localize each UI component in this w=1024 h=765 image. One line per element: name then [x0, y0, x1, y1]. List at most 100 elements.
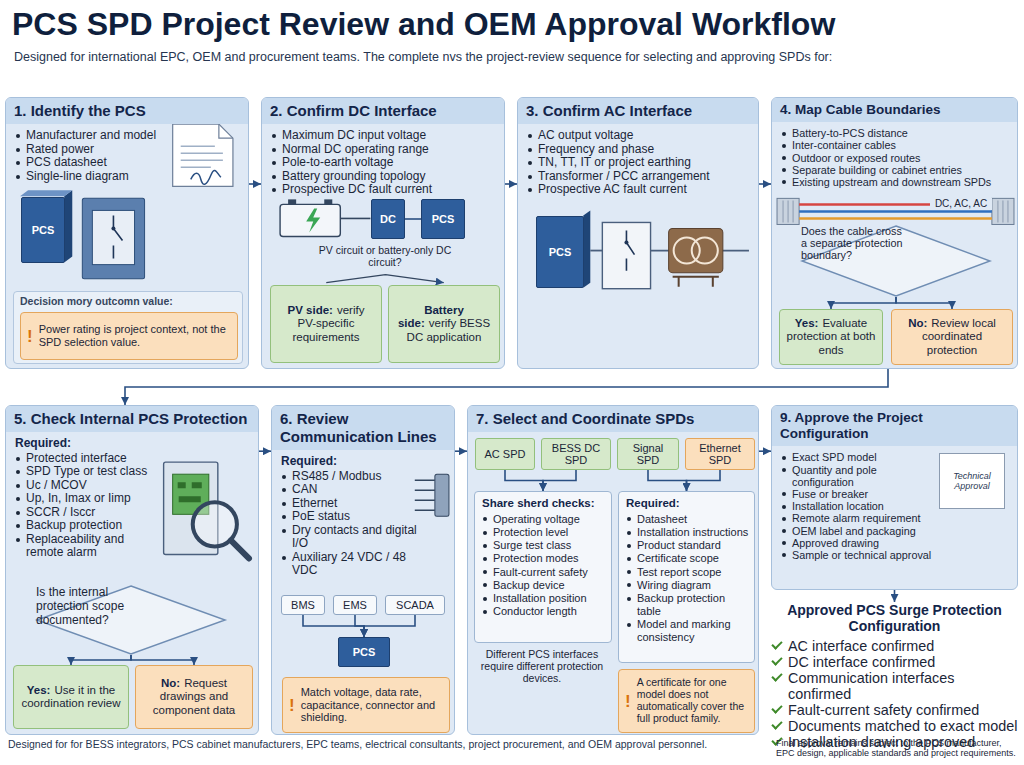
box-label: PCS	[549, 246, 572, 258]
bullet-dot	[782, 180, 786, 184]
panel-heading: 7. Select and Coordinate SPDs	[476, 410, 694, 427]
panel-header: 2. Confirm DC Interface	[262, 98, 504, 124]
warning-mark: !	[27, 328, 33, 345]
list-item: Battery grounding topology	[271, 170, 501, 184]
equipment-box: PCS	[421, 199, 465, 239]
bullet-text: Protected interface	[26, 452, 127, 466]
bullet-dot	[782, 505, 786, 509]
bullet-text: Battery grounding topology	[282, 170, 425, 184]
list-item: Approved drawing	[781, 537, 941, 549]
list-item: Installation position	[482, 592, 606, 605]
step-panel: 5. Check Internal PCS ProtectionRequired…	[5, 405, 259, 735]
panel-heading: 9. Approve the Project Configuration	[780, 410, 923, 441]
box-content: Battery side:verify BESS DC application	[395, 304, 493, 344]
text-lines	[180, 146, 222, 167]
list-item: Protected interface	[15, 452, 160, 466]
panel-body: Battery-to-PCS distanceInter-container c…	[772, 122, 1017, 188]
bullet-dot	[483, 570, 487, 574]
bullet-dot	[16, 134, 20, 138]
box-content: PV side:verify PV-specific requirements	[277, 304, 375, 344]
ac-cable	[799, 217, 992, 220]
checklist-item: Wiring diagram	[637, 579, 711, 592]
bullet-dot	[16, 457, 20, 461]
step-panel: 6. Review Communication LinesRequired:RS…	[271, 405, 455, 735]
bullet-text: SPD Type or test class	[26, 465, 147, 479]
confirmed-text: DC interface confirmed	[788, 654, 935, 670]
bullet-text: Maximum DC input voltage	[282, 129, 426, 143]
bullet-dot	[16, 497, 20, 501]
list-item: Certificate scope	[626, 552, 749, 565]
switch-symbol	[113, 215, 122, 258]
checklist-item: Product standard	[637, 539, 721, 552]
list-item: Wiring diagram	[626, 579, 749, 592]
flow-connector	[249, 183, 261, 185]
bullet-dot	[483, 583, 487, 587]
bullet-dot	[528, 148, 532, 152]
panel-header: 6. Review Communication Lines	[272, 406, 454, 450]
checklist-item: Surge test class	[493, 539, 571, 552]
list-item: TN, TT, IT or project earthing	[527, 156, 752, 170]
outcome-label: Yes:	[795, 317, 819, 329]
bullet-dot	[16, 161, 20, 165]
checklist-item: Protection level	[493, 526, 568, 539]
charge-bolt	[306, 208, 320, 232]
list-item: SCCR / Isccr	[15, 506, 160, 520]
outcome-label: No:	[161, 677, 180, 689]
panel-body: Exact SPD modelQuantity and pole configu…	[772, 446, 945, 561]
box-label: AC SPD	[485, 448, 526, 460]
confirmed-item: DC interface confirmed	[771, 654, 1018, 670]
note-text: A certificate for one model does not aut…	[637, 676, 744, 724]
checklist-item: Test report scope	[637, 566, 721, 579]
bullet-dot	[528, 161, 532, 165]
flow-connector	[831, 297, 896, 309]
diagram-title: PCS SPD Project Review and OEM Approval …	[12, 6, 835, 43]
bullet-text: Existing upstream and downstream SPDs	[792, 176, 991, 188]
list-item: Surge test class	[482, 539, 606, 552]
bullet-dot	[782, 553, 786, 557]
bullet-dot	[782, 529, 786, 533]
bullet-dot	[483, 531, 487, 535]
panel-body: AC output voltageFrequency and phaseTN, …	[518, 124, 756, 197]
bullet-text: Inter-container cables	[792, 139, 896, 151]
switchgear	[602, 222, 650, 288]
bullet-text: Auxiliary 24 VDC / 48 VDC	[292, 551, 421, 578]
note-text: Match voltage, data rate, capacitance, c…	[301, 686, 436, 723]
list-item: Test report scope	[626, 566, 749, 579]
connector-plug	[434, 474, 448, 516]
step-panel: 2. Confirm DC InterfaceMaximum DC input …	[261, 97, 505, 369]
bullet-dot	[782, 492, 786, 496]
bullet-dot	[528, 134, 532, 138]
bullet-dot	[16, 524, 20, 528]
bullet-text: Single-line diagram	[26, 170, 129, 184]
list-item: Prospective DC fault current	[271, 183, 501, 197]
note-body: Power rating is project context, not the…	[39, 323, 231, 348]
bullet-text: Separate building or cabinet entries	[792, 164, 962, 176]
bullet-dot	[272, 161, 276, 165]
page-fold	[218, 124, 232, 138]
list-item: Model and marking consistency	[626, 618, 749, 644]
panel-heading: 1. Identify the PCS	[14, 102, 146, 119]
box-label: BESS DC SPD	[545, 442, 607, 467]
tag-box: Ethernet SPD	[685, 438, 755, 470]
box-label: BMS	[291, 599, 315, 611]
bullet-dot	[16, 511, 20, 515]
panel-header: 9. Approve the Project Configuration	[772, 406, 1017, 446]
caption: Designed for for BESS integrators, PCS c…	[8, 739, 770, 751]
box-label: PCS	[432, 213, 455, 225]
annotation-label: PV circuit or battery-only DC circuit?	[310, 244, 460, 268]
flow-connector	[759, 183, 771, 185]
equipment-box: PCS	[338, 637, 390, 667]
bullet-dot	[282, 502, 286, 506]
result-heading: Approved PCS Surge Protection Configurat…	[771, 602, 1018, 634]
panel-body	[468, 432, 751, 437]
bullet-text: Replaceability and remote alarm	[26, 533, 160, 560]
annotation-label: Final approval remains subject to the PC…	[776, 738, 1016, 759]
bullet-text: Manufacturer and model	[26, 129, 156, 143]
list-item: Inter-container cables	[781, 139, 1013, 151]
list-item: Remote alarm requirement	[781, 512, 941, 524]
decision-diamond: Is the internal protection scope documen…	[36, 585, 226, 655]
box-label: SCADA	[396, 599, 434, 611]
bullet-dot	[782, 456, 786, 460]
confirmed-item: Documents matched to exact model	[771, 718, 1018, 734]
